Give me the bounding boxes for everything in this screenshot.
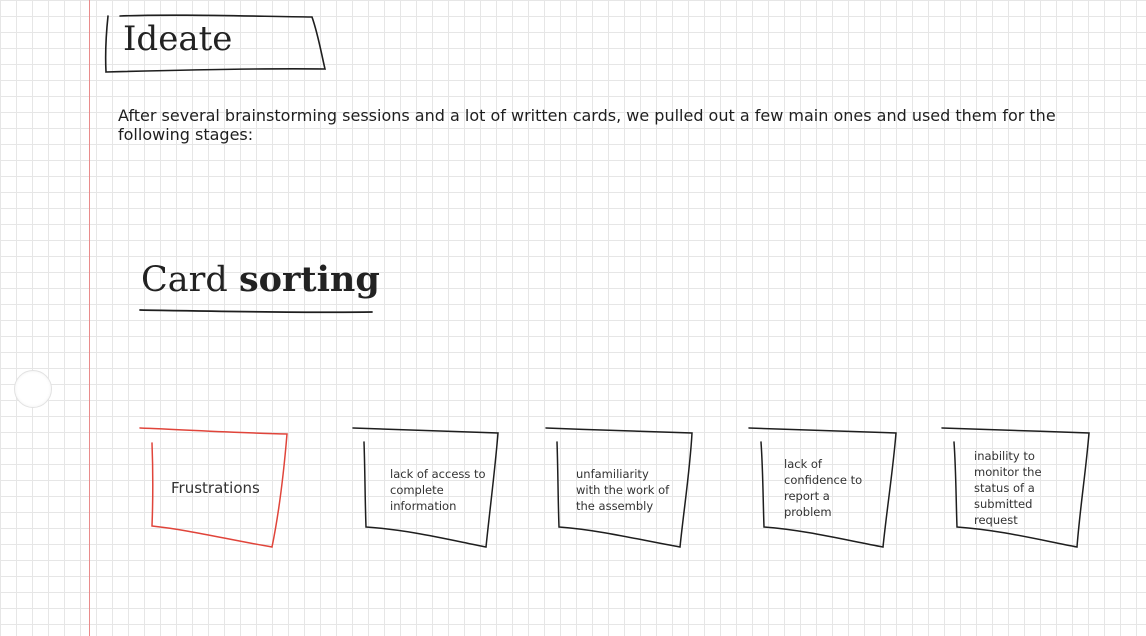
card-sorting-heading-light: Card [141, 260, 228, 300]
page-margin-line [89, 0, 90, 636]
card-lack-of-confidence: lack of confidence to report a problem [784, 457, 863, 519]
card-sorting-heading: Card sorting [141, 258, 380, 302]
card-unfamiliarity: unfamiliarity with the work of the assem… [576, 467, 670, 513]
card-lack-of-access: lack of access to complete information [390, 467, 486, 513]
card-frustrations: Frustrations [171, 479, 260, 497]
card-inability-to-monitor: inability to monitor the status of a sub… [974, 449, 1042, 527]
intro-paragraph: After several brainstorming sessions and… [118, 106, 1056, 144]
card-sorting-heading-bold: sorting [238, 259, 380, 300]
section-title: Ideate [123, 19, 233, 59]
binder-hole [14, 370, 52, 408]
